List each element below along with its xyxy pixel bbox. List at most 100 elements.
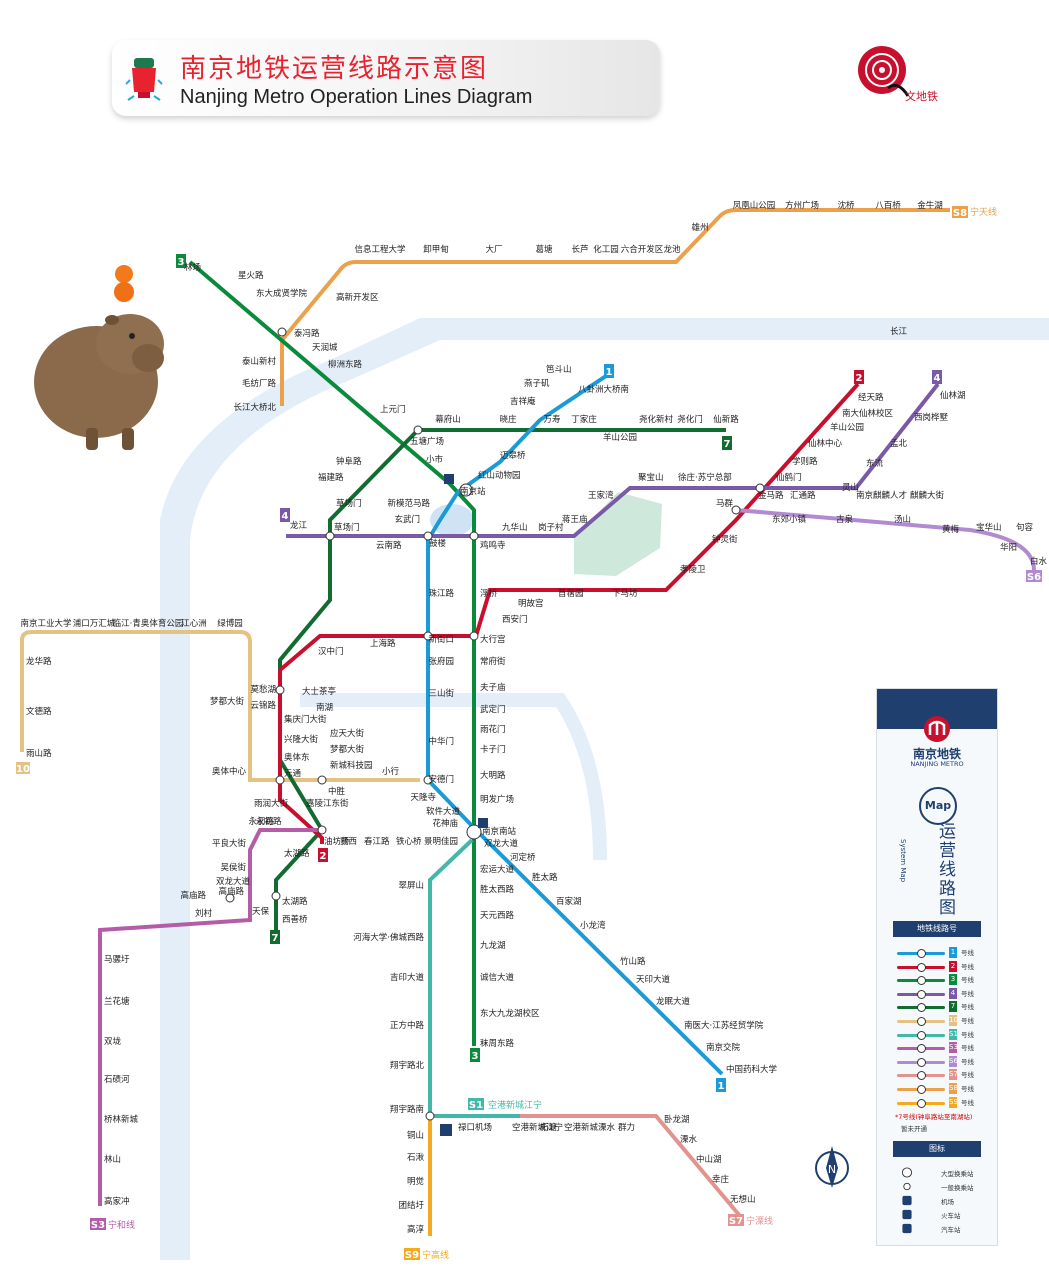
svg-text:1: 1 (718, 1081, 725, 1092)
legend-line-label: 号线 (961, 989, 974, 998)
svg-text:羊山公园: 羊山公园 (603, 432, 637, 443)
svg-text:石湫: 石湫 (407, 1152, 425, 1163)
svg-text:中国药科大学: 中国药科大学 (726, 1064, 778, 1075)
svg-text:桥林新城: 桥林新城 (104, 1114, 139, 1125)
svg-text:明发广场: 明发广场 (480, 794, 514, 805)
line-1-track (426, 370, 724, 1076)
svg-text:东郊小镇: 东郊小镇 (772, 514, 807, 525)
legend-line-label: 号线 (961, 1017, 974, 1025)
svg-text:中山湖: 中山湖 (696, 1154, 722, 1165)
svg-text:明故宫: 明故宫 (518, 598, 544, 609)
svg-text:集庆门大街: 集庆门大街 (284, 714, 327, 725)
brand-name-en: NANJING METRO (910, 760, 964, 768)
svg-text:金牛湖: 金牛湖 (917, 200, 943, 211)
line-7-track (274, 428, 726, 930)
legend-line-label: 号线 (961, 1071, 974, 1080)
legend-station-dot (917, 1017, 926, 1026)
svg-text:贾西: 贾西 (340, 837, 357, 847)
symbol-row: 机场 (901, 1195, 991, 1207)
svg-text:泰山新村: 泰山新村 (242, 356, 277, 367)
symbol-row: 大型换乘站 (901, 1167, 991, 1179)
svg-text:大行宫: 大行宫 (480, 634, 506, 645)
legend-line-label: 号线 (961, 1044, 974, 1053)
svg-text:黄梅: 黄梅 (942, 524, 960, 535)
svg-text:灵山: 灵山 (842, 482, 859, 493)
svg-text:上元门: 上元门 (380, 404, 406, 415)
xuanwu-lake (430, 504, 474, 536)
svg-text:N: N (828, 1163, 836, 1176)
svg-text:7: 7 (724, 439, 731, 450)
svg-text:雨润大街: 雨润大街 (254, 798, 289, 809)
line-s6-track (735, 508, 1036, 571)
svg-text:柘塘: 柘塘 (540, 1122, 558, 1133)
panel-title-en: System Map (899, 839, 907, 883)
svg-text:九华山: 九华山 (502, 522, 528, 533)
svg-text:葛塘: 葛塘 (535, 244, 553, 255)
svg-text:雨山路: 雨山路 (26, 748, 52, 759)
svg-text:马骡圩: 马骡圩 (104, 955, 130, 965)
legend-station-dot (917, 1071, 926, 1081)
svg-text:奥体中心: 奥体中心 (212, 766, 247, 777)
svg-text:柳洲东路: 柳洲东路 (328, 359, 363, 370)
legend-station-dot (917, 1030, 926, 1040)
large-interchange-icon (901, 1167, 913, 1178)
svg-text:汇通路: 汇通路 (790, 490, 816, 501)
svg-text:团结圩: 团结圩 (398, 1200, 424, 1211)
svg-text:鼓楼: 鼓楼 (429, 538, 447, 549)
svg-text:绿博园: 绿博园 (217, 618, 243, 629)
zhongshan-park (574, 492, 662, 576)
legend-panel: 南京地铁 NANJING METRO Map 运营线路图 System Map … (876, 688, 998, 1246)
symbol-row: 汽车站 (901, 1223, 991, 1235)
svg-text:7: 7 (272, 933, 279, 944)
svg-text:幕府山: 幕府山 (435, 414, 461, 425)
svg-text:浦口万汇城: 浦口万汇城 (73, 618, 116, 629)
svg-text:六合开发区: 六合开发区 (621, 244, 664, 255)
svg-text:铁心桥: 铁心桥 (396, 836, 422, 847)
panel-title-cn: 运营线路图 (939, 822, 956, 918)
svg-text:仙林湖: 仙林湖 (940, 390, 966, 401)
svg-text:1: 1 (606, 367, 613, 378)
legend-note-2: 暂未开通 (901, 1125, 927, 1133)
station-labels: 林场 星火路 东大成贤学院 泰冯路 天润城 柳洲东路 上元门 五塘广场 小市 南… (20, 200, 1047, 1235)
svg-text:卧龙湖: 卧龙湖 (664, 1114, 690, 1125)
legend-line-label: 号线 (961, 1003, 974, 1012)
legend-line-number: S9 (949, 1096, 958, 1108)
svg-text:S8: S8 (953, 208, 967, 219)
svg-text:下马坊: 下马坊 (612, 588, 638, 599)
header-banner (112, 40, 660, 116)
svg-text:长芦: 长芦 (571, 244, 588, 255)
svg-text:宁溧线: 宁溧线 (746, 1215, 773, 1227)
svg-text:龙江: 龙江 (290, 520, 308, 531)
svg-text:明觉: 明觉 (407, 1176, 425, 1187)
legend-line-number: S3 (949, 1042, 958, 1054)
svg-text:双垅: 双垅 (104, 1036, 122, 1047)
svg-text:尧化门: 尧化门 (677, 414, 703, 425)
svg-text:S3: S3 (91, 1220, 105, 1231)
svg-text:春江路: 春江路 (364, 836, 390, 847)
svg-text:宁和线: 宁和线 (108, 1219, 135, 1231)
svg-text:西安门: 西安门 (502, 614, 528, 625)
svg-text:西岗桦墅: 西岗桦墅 (914, 412, 949, 423)
map-title-cn: 南京地铁运营线路示意图 (180, 54, 489, 84)
svg-text:S6: S6 (1027, 572, 1041, 583)
svg-text:宁天线: 宁天线 (970, 206, 997, 218)
svg-text:常府街: 常府街 (480, 656, 506, 667)
svg-text:红山动物园: 红山动物园 (478, 470, 521, 481)
svg-text:长江大桥北: 长江大桥北 (233, 402, 276, 413)
legend-line-label: 号线 (961, 962, 974, 971)
svg-text:龙池: 龙池 (663, 244, 681, 255)
svg-text:空港新城溧水: 空港新城溧水 (564, 1122, 616, 1133)
svg-text:高家冲: 高家冲 (104, 1196, 130, 1207)
svg-text:武定门: 武定门 (480, 704, 506, 715)
svg-text:小行: 小行 (382, 766, 400, 777)
svg-text:中华门: 中华门 (428, 736, 454, 747)
svg-text:孝陵卫: 孝陵卫 (680, 565, 706, 575)
line-10-track (20, 630, 420, 782)
svg-text:宏运大道: 宏运大道 (480, 864, 515, 875)
svg-text:经天路: 经天路 (858, 392, 884, 403)
svg-text:金马路: 金马路 (758, 490, 784, 501)
svg-text:古泉: 古泉 (836, 514, 854, 525)
svg-text:苜蓿园: 苜蓿园 (558, 588, 584, 599)
